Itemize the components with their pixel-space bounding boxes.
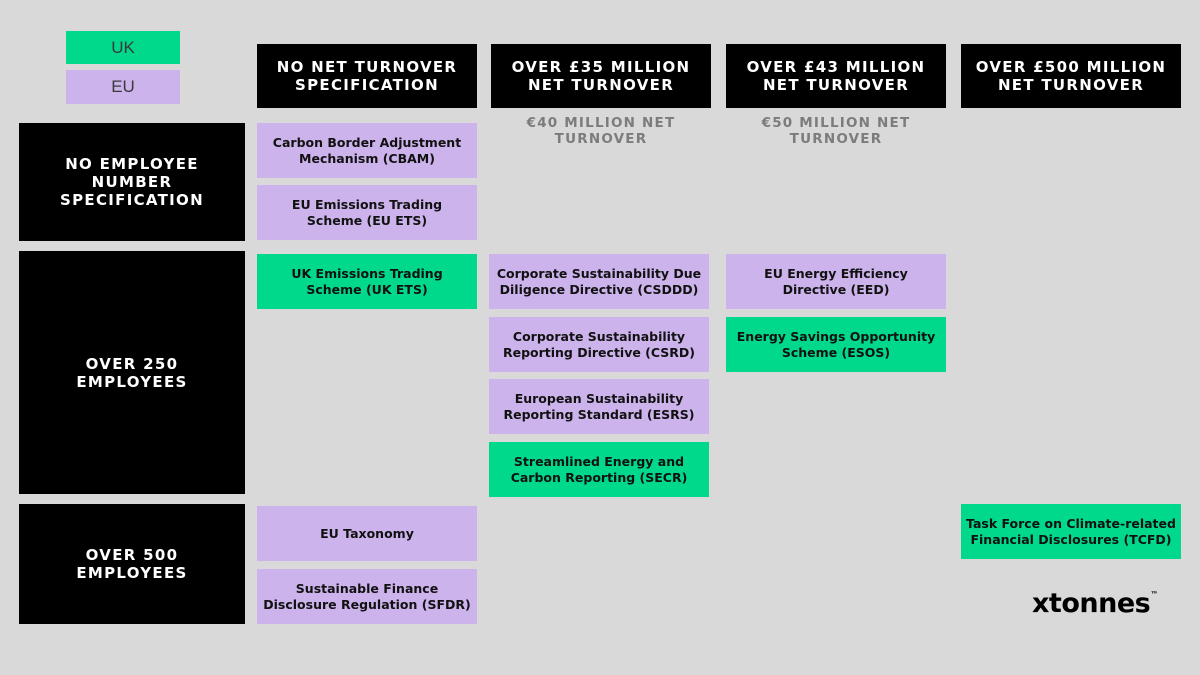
legend-uk: UK: [66, 31, 180, 64]
legend-eu-label: EU: [111, 77, 135, 96]
row-header-no-employee-spec: NO EMPLOYEE NUMBER SPECIFICATION: [19, 123, 245, 241]
regulation-label: EU Energy Efficiency Directive (EED): [764, 265, 908, 297]
row-header-over-500: OVER 500 EMPLOYEES: [19, 504, 245, 624]
row-header-label: OVER 500 EMPLOYEES: [76, 546, 188, 582]
column-header-label: OVER £500 MILLION NET TURNOVER: [975, 58, 1167, 94]
column-header-over-43m: OVER £43 MILLION NET TURNOVER: [726, 44, 946, 108]
regulation-eed: EU Energy Efficiency Directive (EED): [726, 254, 946, 309]
regulation-secr: Streamlined Energy and Carbon Reporting …: [489, 442, 709, 497]
regulation-label: Task Force on Climate-related Financial …: [966, 515, 1176, 547]
column-header-label: OVER £35 MILLION NET TURNOVER: [511, 58, 691, 94]
regulation-label: EU Taxonomy: [320, 525, 414, 541]
regulation-label: EU Emissions Trading Scheme (EU ETS): [291, 196, 443, 228]
column-subheader-eu-50m: €50 MILLION NET TURNOVER: [761, 115, 911, 147]
regulation-label: Streamlined Energy and Carbon Reporting …: [510, 453, 688, 485]
column-subheader-eu-40m: €40 MILLION NET TURNOVER: [526, 115, 676, 147]
regulation-esos: Energy Savings Opportunity Scheme (ESOS): [726, 317, 946, 372]
regulation-label: Corporate Sustainability Reporting Direc…: [502, 328, 696, 360]
regulation-csrd: Corporate Sustainability Reporting Direc…: [489, 317, 709, 372]
regulation-sfdr: Sustainable Finance Disclosure Regulatio…: [257, 569, 477, 624]
trademark-symbol: ™: [1150, 590, 1158, 599]
regulation-label: Energy Savings Opportunity Scheme (ESOS): [736, 328, 936, 360]
regulation-csddd: Corporate Sustainability Due Diligence D…: [489, 254, 709, 309]
regulation-label: UK Emissions Trading Scheme (UK ETS): [291, 265, 443, 297]
regulation-label: European Sustainability Reporting Standa…: [503, 390, 695, 422]
regulation-tcfd: Task Force on Climate-related Financial …: [961, 504, 1181, 559]
logo-wordmark: xtonnes: [1032, 588, 1151, 619]
xtonnes-logo: xtonnes™: [1032, 588, 1158, 619]
regulation-label: Sustainable Finance Disclosure Regulatio…: [263, 580, 471, 612]
regulation-uk-ets: UK Emissions Trading Scheme (UK ETS): [257, 254, 477, 309]
column-header-no-turnover: NO NET TURNOVER SPECIFICATION: [257, 44, 477, 108]
regulation-eu-ets: EU Emissions Trading Scheme (EU ETS): [257, 185, 477, 240]
row-header-label: NO EMPLOYEE NUMBER SPECIFICATION: [60, 155, 204, 209]
legend-eu: EU: [66, 70, 180, 104]
column-header-label: OVER £43 MILLION NET TURNOVER: [746, 58, 926, 94]
legend-uk-label: UK: [111, 37, 135, 57]
row-header-over-250: OVER 250 EMPLOYEES: [19, 251, 245, 494]
row-header-label: OVER 250 EMPLOYEES: [76, 354, 188, 391]
column-header-over-35m: OVER £35 MILLION NET TURNOVER: [491, 44, 711, 108]
regulation-label: Corporate Sustainability Due Diligence D…: [496, 265, 702, 297]
regulation-cbam: Carbon Border Adjustment Mechanism (CBAM…: [257, 123, 477, 178]
regulation-label: Carbon Border Adjustment Mechanism (CBAM…: [272, 134, 462, 166]
column-header-over-500m: OVER £500 MILLION NET TURNOVER: [961, 44, 1181, 108]
regulation-esrs: European Sustainability Reporting Standa…: [489, 379, 709, 434]
column-header-label: NO NET TURNOVER SPECIFICATION: [276, 58, 458, 94]
regulation-eu-taxonomy: EU Taxonomy: [257, 506, 477, 561]
